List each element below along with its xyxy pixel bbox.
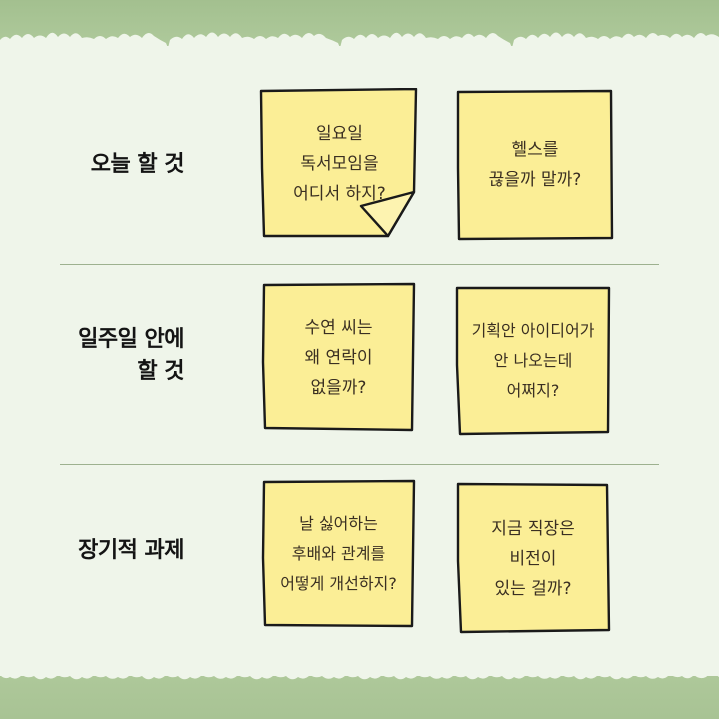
row-divider-2 — [60, 464, 659, 465]
sticky-note-shape — [456, 482, 611, 634]
sticky-note-shape — [456, 89, 614, 241]
sticky-note: 지금 직장은 비전이 있는 걸까? — [455, 481, 611, 636]
sticky-note-folded-shape — [259, 88, 418, 238]
note-text: 기획안 아이디어가 안 나오는데 어쩌지? — [471, 321, 595, 400]
note-text: 일요일 독서모임을 어디서 하지? — [293, 124, 386, 204]
sticky-note: 일요일 독서모임을 어디서 하지? — [258, 88, 421, 240]
torn-edge-top — [0, 32, 719, 50]
sticky-note: 기획안 아이디어가 안 나오는데 어쩌지? — [454, 285, 612, 437]
sticky-note-shape — [261, 282, 416, 432]
torn-edge-bottom — [0, 669, 719, 680]
note-text: 지금 직장은 비전이 있는 걸까? — [491, 518, 575, 599]
note-text: 헬스를 끊을까 말까? — [488, 140, 582, 190]
note-text: 날 싫어하는 후배와 관계를 어떻게 개선하지? — [280, 514, 397, 593]
sticky-note-shape — [455, 286, 611, 436]
sticky-note-shape — [261, 479, 416, 628]
sticky-note: 날 싫어하는 후배와 관계를 어떻게 개선하지? — [260, 478, 417, 630]
note-text: 수연 씨는 왜 연락이 없을까? — [304, 318, 373, 398]
sticky-note: 헬스를 끊을까 말까? — [455, 88, 615, 242]
row-label-this-week: 일주일 안에 할 것 — [78, 327, 184, 384]
row-label-long-term: 장기적 과제 — [78, 538, 184, 563]
row-divider-1 — [60, 264, 659, 265]
sticky-note: 수연 씨는 왜 연락이 없을까? — [260, 282, 417, 434]
row-label-today: 오늘 할 것 — [90, 152, 185, 177]
